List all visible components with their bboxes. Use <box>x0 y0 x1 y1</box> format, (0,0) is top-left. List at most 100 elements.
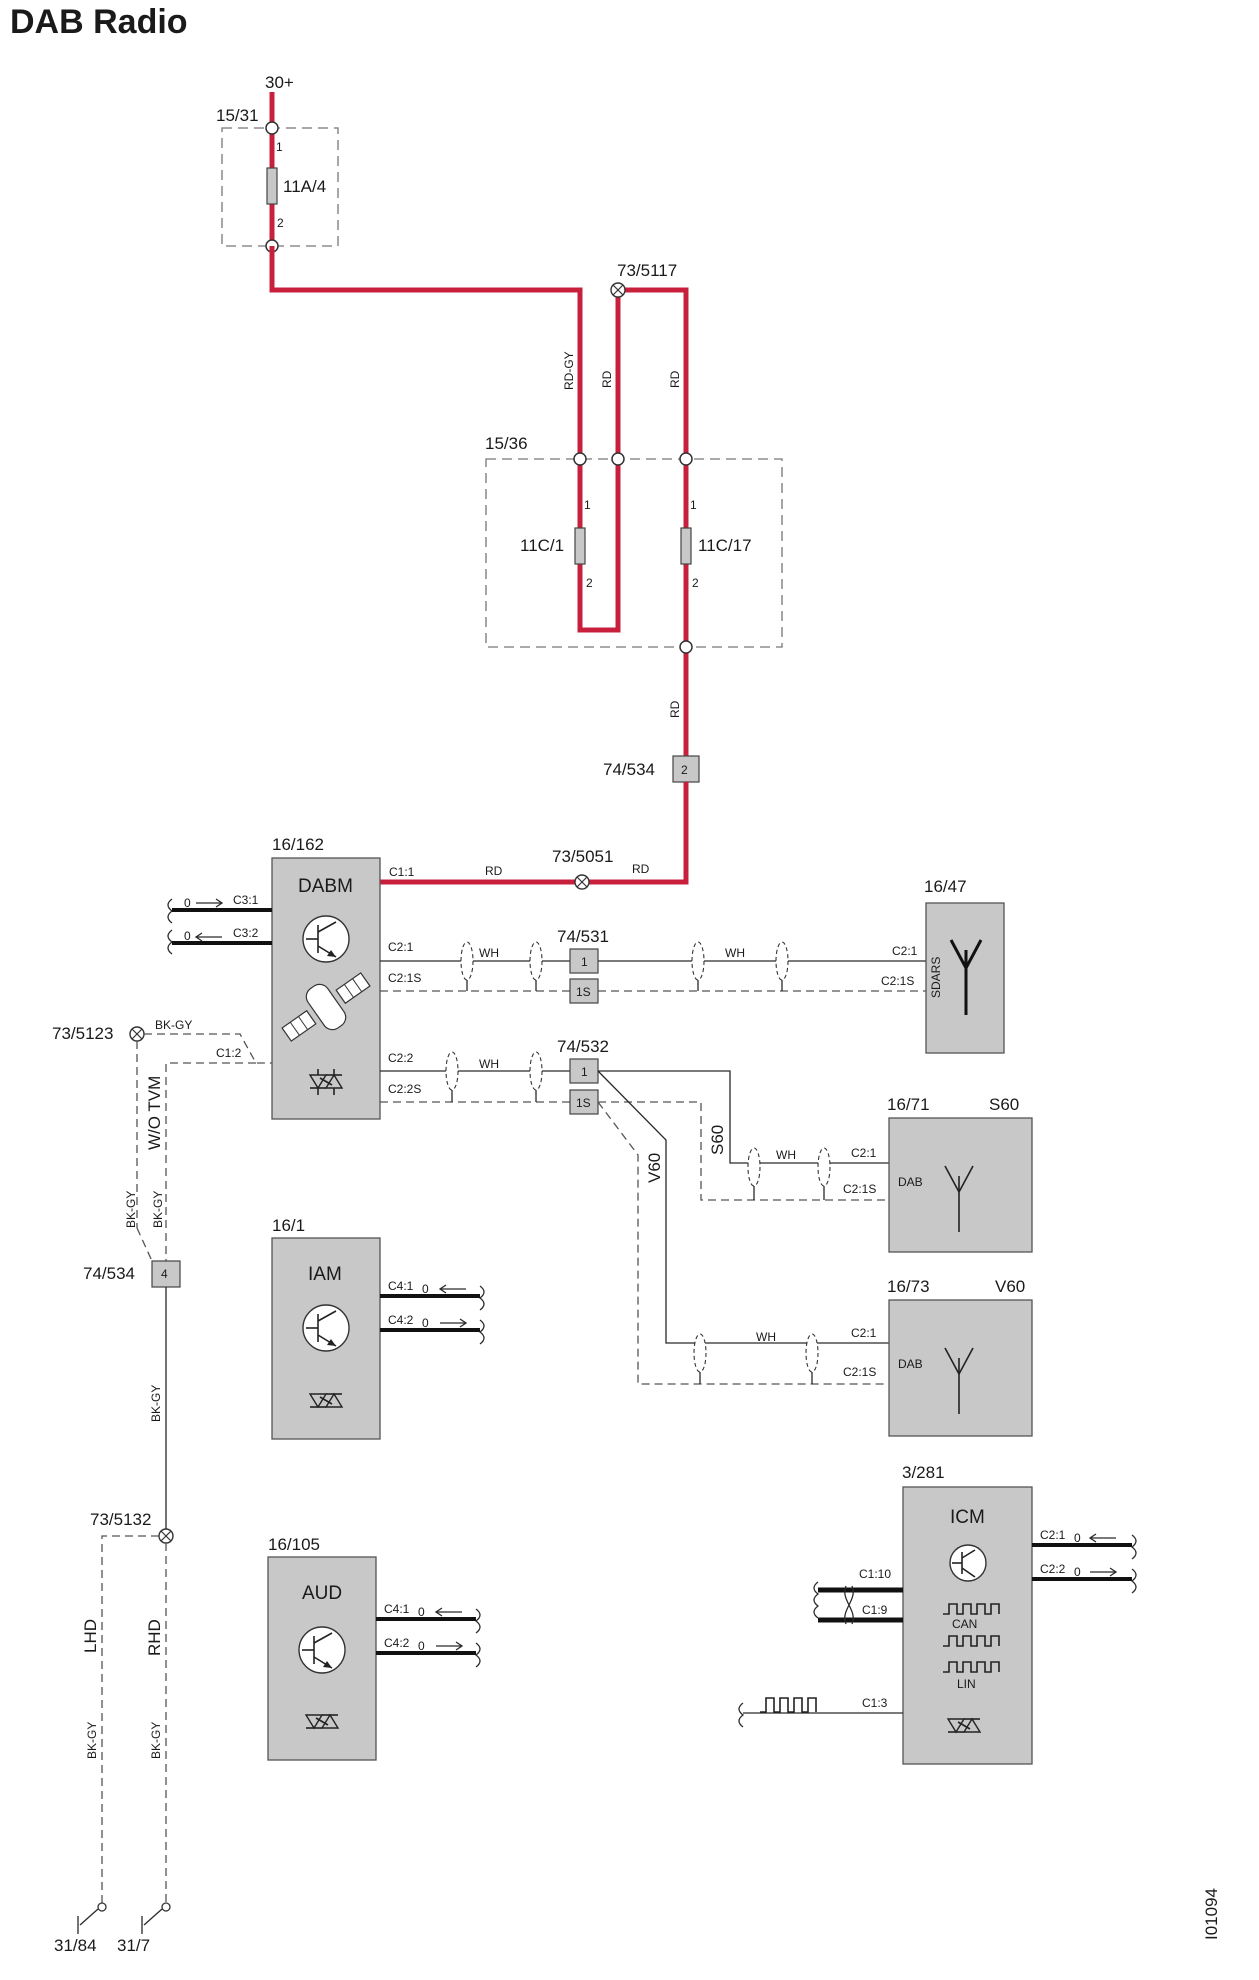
wire-label-rdgy: RD-GY <box>562 351 576 390</box>
shield-marker <box>775 941 789 981</box>
condition-wo-tvm: W/O TVM <box>145 1076 164 1150</box>
splice-5132-label: 73/5132 <box>90 1510 151 1529</box>
wire-label-bkgy-5: BK-GY <box>85 1722 99 1759</box>
aud-name: AUD <box>302 1583 342 1604</box>
fuse-box-1 <box>221 127 339 247</box>
figure-id: I01094 <box>1202 1888 1221 1940</box>
dabm-c1-2: C1:2 <box>216 1046 242 1060</box>
arrow-left-icon <box>194 932 222 942</box>
antenna-47-c2-1s: C2:1S <box>881 974 914 988</box>
supply-label: 30+ <box>265 73 294 92</box>
splice-5117-label: 73/5117 <box>617 261 677 280</box>
satellite-icon <box>281 972 371 1042</box>
break-mark <box>1130 1534 1137 1560</box>
wire-label-wh-4: WH <box>776 1148 796 1162</box>
fuse-a-pin2: 2 <box>586 576 593 590</box>
pin-zero: 0 <box>418 1605 425 1619</box>
wire-label-wh-5: WH <box>756 1330 776 1344</box>
break-mark <box>167 898 174 924</box>
connector-534-label-2: 74/534 <box>83 1264 135 1283</box>
iam-c4-2: C4:2 <box>388 1313 414 1327</box>
icm-ref: 3/281 <box>902 1463 945 1482</box>
wire-label-bkgy-4: BK-GY <box>149 1385 163 1422</box>
iam-c4-1: C4:1 <box>388 1279 414 1293</box>
icm-c2-2: C2:2 <box>1040 1562 1066 1576</box>
break-mark <box>167 929 174 955</box>
fuse-b-label: 11C/17 <box>698 536 752 555</box>
pin-zero: 0 <box>184 896 191 910</box>
dab-antenna-s60 <box>888 1117 1033 1253</box>
fuse-box-1-label: 15/31 <box>216 106 259 125</box>
wire-wo-tvm <box>165 1062 256 1261</box>
splice-5117 <box>610 282 626 298</box>
icm-name: ICM <box>950 1507 985 1528</box>
fuse-box-2 <box>485 458 783 648</box>
node <box>679 452 693 466</box>
wire-fuse-11c1 <box>577 459 621 633</box>
wire-label-wh-1: WH <box>479 946 499 960</box>
wire-rd-loop <box>615 287 689 459</box>
wire-label-wh-3: WH <box>479 1057 499 1071</box>
wire-label-bkgy-1: BK-GY <box>155 1018 192 1032</box>
connector-pin: 1 <box>581 955 588 969</box>
fuse-a-pin1: 1 <box>584 498 591 512</box>
connector-531-label: 74/531 <box>557 927 609 946</box>
shield-marker <box>747 1147 761 1187</box>
arrow-right-icon <box>436 1641 464 1651</box>
icm-module <box>902 1486 1033 1765</box>
wire-bk-gy-dabm <box>144 1033 272 1064</box>
antenna-icon <box>944 1347 974 1414</box>
splice-5123-label: 73/5123 <box>52 1024 113 1043</box>
dabm-name: DABM <box>298 876 353 897</box>
diode-icon <box>308 1392 344 1409</box>
arrow-left-icon <box>438 1284 466 1294</box>
break-mark <box>738 1702 745 1728</box>
wire-rd-gy <box>269 246 583 459</box>
antenna-73-c2-1: C2:1 <box>851 1326 877 1340</box>
pin-zero: 0 <box>184 929 191 943</box>
can-signal-icon <box>943 1603 1000 1615</box>
node <box>679 640 693 654</box>
wire-dabm-supply <box>380 782 689 885</box>
connector-pin: 2 <box>681 763 688 777</box>
fuse-b-pin1: 1 <box>690 498 697 512</box>
fuse-11c1 <box>574 527 586 565</box>
wire-v60-shield <box>597 1101 889 1385</box>
wire-s60-wh <box>598 1070 889 1164</box>
dabm-c2-1: C2:1 <box>388 940 414 954</box>
fuse-1-pin2: 2 <box>277 216 284 230</box>
dab-antenna-v60 <box>888 1299 1033 1437</box>
aud-c4-1: C4:1 <box>384 1602 410 1616</box>
fuse-1-label: 11A/4 <box>283 177 326 196</box>
fuse-box-2-label: 15/36 <box>485 434 528 453</box>
arrow-right-icon <box>196 898 224 908</box>
break-mark <box>478 1285 485 1311</box>
icm-can: CAN <box>952 1617 977 1631</box>
arrow-right-icon <box>1090 1567 1118 1577</box>
wire-label-rd-2: RD <box>668 370 682 388</box>
wire-label-rd-5: RD <box>632 862 650 876</box>
arrow-left-icon <box>1088 1533 1116 1543</box>
wire-label-bkgy-6: BK-GY <box>149 1722 163 1759</box>
antenna-73-c2-1s: C2:1S <box>843 1365 876 1379</box>
fuse-a-label: 11C/1 <box>520 536 564 555</box>
antenna-71-c2-1s: C2:1S <box>843 1182 876 1196</box>
icm-c2-1: C2:1 <box>1040 1528 1066 1542</box>
wire-join <box>136 1227 153 1262</box>
dabm-c3-1: C3:1 <box>233 893 259 907</box>
iam-ref: 16/1 <box>272 1216 305 1235</box>
icm-c1-9: C1:9 <box>862 1603 888 1617</box>
condition-v60: V60 <box>645 1153 664 1183</box>
diode-icon <box>308 1069 344 1095</box>
fuse-11c17 <box>680 527 692 565</box>
shield-marker <box>445 1051 459 1091</box>
twisted-pair-icon <box>844 1585 854 1625</box>
connector-74-531-pin-1s <box>569 978 599 1004</box>
iam-name: IAM <box>308 1264 342 1285</box>
condition-lhd: LHD <box>81 1619 100 1653</box>
pin-zero: 0 <box>1074 1565 1081 1579</box>
ground-icon <box>77 1902 107 1934</box>
dabm-c2-1s: C2:1S <box>388 971 421 985</box>
antenna-73-name: DAB <box>898 1357 923 1371</box>
